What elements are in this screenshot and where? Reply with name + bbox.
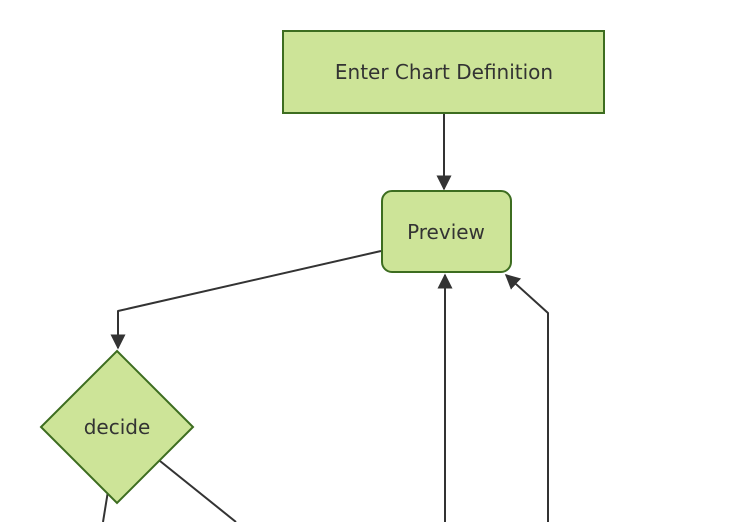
edge-offscreen-bottom-to-preview-2 xyxy=(504,273,549,522)
node-preview: Preview xyxy=(381,190,512,273)
node-enter-chart-definition-label: Enter Chart Definition xyxy=(335,60,553,84)
node-enter-chart-definition: Enter Chart Definition xyxy=(282,30,605,114)
edge-decide-to-offscreen-bottom-left xyxy=(102,490,109,522)
node-decide-shape xyxy=(39,349,195,505)
node-enter-chart-definition-shape xyxy=(282,30,605,114)
node-preview-label: Preview xyxy=(407,220,485,244)
edge-decide-to-offscreen-bottom-right xyxy=(159,460,237,522)
node-decide-label: decide xyxy=(84,415,151,439)
node-decide: decide xyxy=(39,349,195,505)
edge-preview-to-decide xyxy=(110,250,382,350)
node-preview-shape xyxy=(381,190,512,273)
